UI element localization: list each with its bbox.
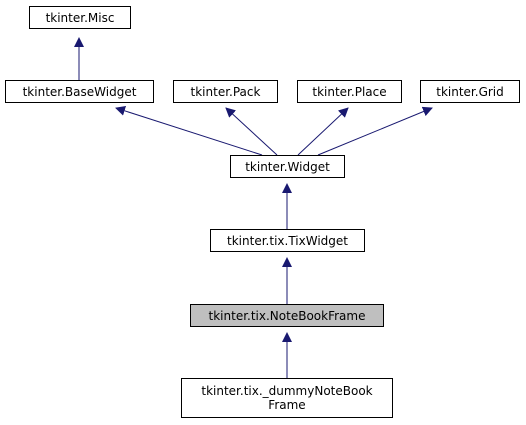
node-tkinter-tix-dummynotebookframe[interactable]: tkinter.tix._dummyNoteBook Frame [181,378,393,418]
node-tkinter-tix-notebookframe[interactable]: tkinter.tix.NoteBookFrame [190,304,384,327]
edge-widget-basewidget [115,105,263,156]
node-tkinter-basewidget[interactable]: tkinter.BaseWidget [5,80,154,103]
node-tkinter-tix-tixwidget[interactable]: tkinter.tix.TixWidget [210,229,365,252]
node-label: tkinter.Widget [245,159,330,174]
node-tkinter-grid[interactable]: tkinter.Grid [420,80,520,103]
node-label-line2: Frame [268,398,306,412]
node-tkinter-pack[interactable]: tkinter.Pack [173,80,278,103]
node-label: tkinter.tix.TixWidget [227,233,348,248]
node-label: tkinter.Pack [190,84,261,99]
node-label: tkinter.Misc [45,10,115,25]
node-tkinter-widget[interactable]: tkinter.Widget [230,155,345,178]
node-label: tkinter.Place [312,84,387,99]
edge-widget-pack [225,107,278,156]
node-label: tkinter.BaseWidget [22,84,137,99]
edge-widget-grid [317,106,433,156]
node-label: tkinter.Grid [436,84,504,99]
node-label-line1: tkinter.tix._dummyNoteBook [201,384,373,398]
node-tkinter-place[interactable]: tkinter.Place [297,80,402,103]
node-tkinter-misc[interactable]: tkinter.Misc [29,6,131,29]
node-label: tkinter.tix.NoteBookFrame [208,308,366,323]
edge-widget-place [297,107,349,156]
